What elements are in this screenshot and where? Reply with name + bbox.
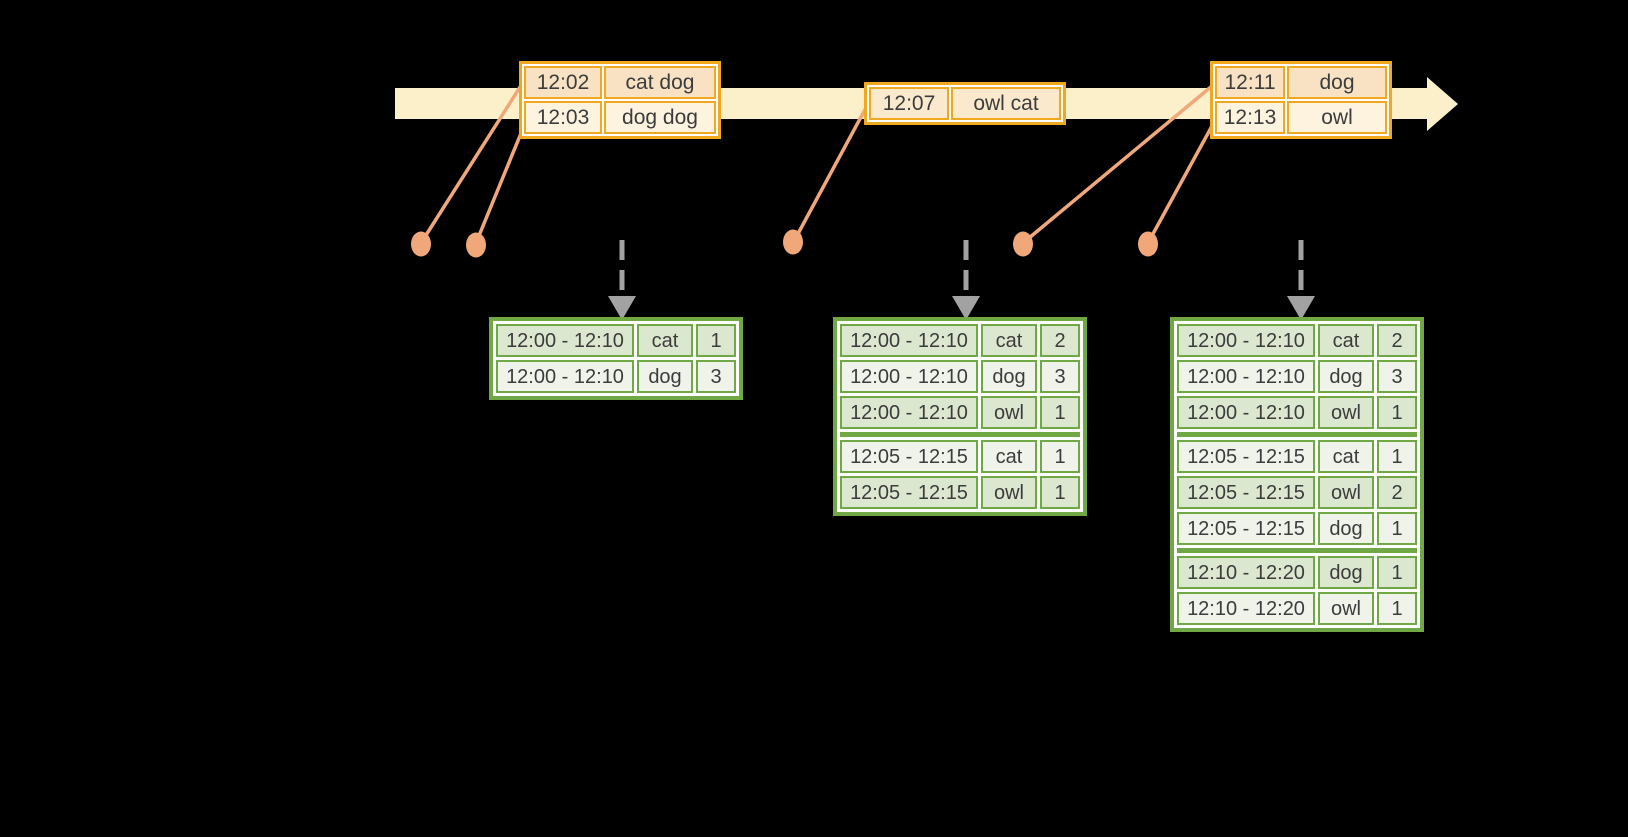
event-words-cell: cat dog [604,66,716,99]
window-cell: 12:00 - 12:10 [840,324,978,357]
event-time-cell: 12:03 [524,101,602,134]
trigger-arrow-icon [952,240,980,320]
count-cell: 1 [1040,440,1080,473]
result-row: 12:00 - 12:10 cat 1 [496,324,736,357]
event-time-cell: 12:02 [524,66,602,99]
word-cell: dog [637,360,693,393]
count-cell: 1 [1377,592,1417,625]
count-cell: 1 [1377,396,1417,429]
count-cell: 1 [1377,556,1417,589]
count-cell: 2 [1040,324,1080,357]
event-words-cell: dog [1287,66,1387,99]
event-dot [466,232,486,258]
event-connector-line [474,125,526,244]
event-time-cell: 12:13 [1215,101,1285,134]
event-table-1: 12:02 cat dog 12:03 dog dog [519,61,721,139]
event-table-3: 12:11 dog 12:13 owl [1210,61,1392,139]
count-cell: 3 [696,360,736,393]
window-cell: 12:00 - 12:10 [1177,324,1315,357]
result-row: 12:10 - 12:20 owl 1 [1177,592,1417,625]
window-cell: 12:05 - 12:15 [1177,440,1315,473]
event-time-cell: 12:07 [869,87,949,120]
event-connector-line [419,83,524,244]
window-cell: 12:05 - 12:15 [840,440,978,473]
result-row: 12:00 - 12:10 cat 2 [840,324,1080,357]
word-cell: owl [981,396,1037,429]
count-cell: 2 [1377,476,1417,509]
trigger-arrow-icon [608,240,636,320]
event-table-2: 12:07 owl cat [864,82,1066,125]
window-cell: 12:05 - 12:15 [840,476,978,509]
word-cell: cat [1318,324,1374,357]
word-cell: dog [1318,512,1374,545]
event-connector-line [1021,84,1214,245]
result-row: 12:05 - 12:15 owl 2 [1177,476,1417,509]
word-cell: owl [1318,592,1374,625]
count-cell: 1 [696,324,736,357]
word-cell: cat [981,440,1037,473]
window-cell: 12:05 - 12:15 [1177,476,1315,509]
event-dot [1013,231,1033,257]
event-row: 12:13 owl [1215,101,1387,134]
word-cell: owl [1318,396,1374,429]
event-words-cell: dog dog [604,101,716,134]
result-row: 12:00 - 12:10 dog 3 [840,360,1080,393]
event-dot [411,231,431,257]
result-row: 12:05 - 12:15 owl 1 [840,476,1080,509]
result-row: 12:00 - 12:10 owl 1 [840,396,1080,429]
result-row: 12:00 - 12:10 dog 3 [1177,360,1417,393]
event-row: 12:11 dog [1215,66,1387,99]
count-cell: 1 [1377,440,1417,473]
result-row: 12:00 - 12:10 dog 3 [496,360,736,393]
count-cell: 1 [1040,476,1080,509]
result-table-1: 12:00 - 12:10 cat 1 12:00 - 12:10 dog 3 [489,317,743,400]
count-cell: 1 [1377,512,1417,545]
event-time-cell: 12:11 [1215,66,1285,99]
event-row: 12:02 cat dog [524,66,716,99]
window-cell: 12:05 - 12:15 [1177,512,1315,545]
window-cell: 12:10 - 12:20 [1177,556,1315,589]
word-cell: owl [1318,476,1374,509]
result-row: 12:00 - 12:10 cat 2 [1177,324,1417,357]
event-row: 12:07 owl cat [869,87,1061,120]
word-cell: dog [1318,556,1374,589]
count-cell: 1 [1040,396,1080,429]
word-cell: cat [637,324,693,357]
result-row: 12:00 - 12:10 owl 1 [1177,396,1417,429]
result-table-3: 12:00 - 12:10 cat 2 12:00 - 12:10 dog 3 … [1170,317,1424,632]
event-dot [1138,231,1158,257]
window-cell: 12:00 - 12:10 [840,360,978,393]
window-cell: 12:00 - 12:10 [840,396,978,429]
window-cell: 12:00 - 12:10 [496,324,634,357]
event-connector-line [1146,125,1214,244]
timeline-arrowhead-icon [1427,77,1458,131]
result-row: 12:10 - 12:20 dog 1 [1177,548,1417,589]
event-words-cell: owl [1287,101,1387,134]
result-row: 12:05 - 12:15 cat 1 [1177,432,1417,473]
word-cell: owl [981,476,1037,509]
event-connector-line [791,103,870,244]
result-row: 12:05 - 12:15 dog 1 [1177,512,1417,545]
word-cell: dog [1318,360,1374,393]
result-row: 12:05 - 12:15 cat 1 [840,432,1080,473]
count-cell: 3 [1377,360,1417,393]
word-cell: dog [981,360,1037,393]
event-row: 12:03 dog dog [524,101,716,134]
count-cell: 2 [1377,324,1417,357]
window-cell: 12:10 - 12:20 [1177,592,1315,625]
window-cell: 12:00 - 12:10 [1177,360,1315,393]
event-dot [783,229,803,255]
trigger-arrow-icon [1287,240,1315,320]
word-cell: cat [981,324,1037,357]
result-table-2: 12:00 - 12:10 cat 2 12:00 - 12:10 dog 3 … [833,317,1087,516]
window-cell: 12:00 - 12:10 [496,360,634,393]
count-cell: 3 [1040,360,1080,393]
window-cell: 12:00 - 12:10 [1177,396,1315,429]
word-cell: cat [1318,440,1374,473]
event-words-cell: owl cat [951,87,1061,120]
